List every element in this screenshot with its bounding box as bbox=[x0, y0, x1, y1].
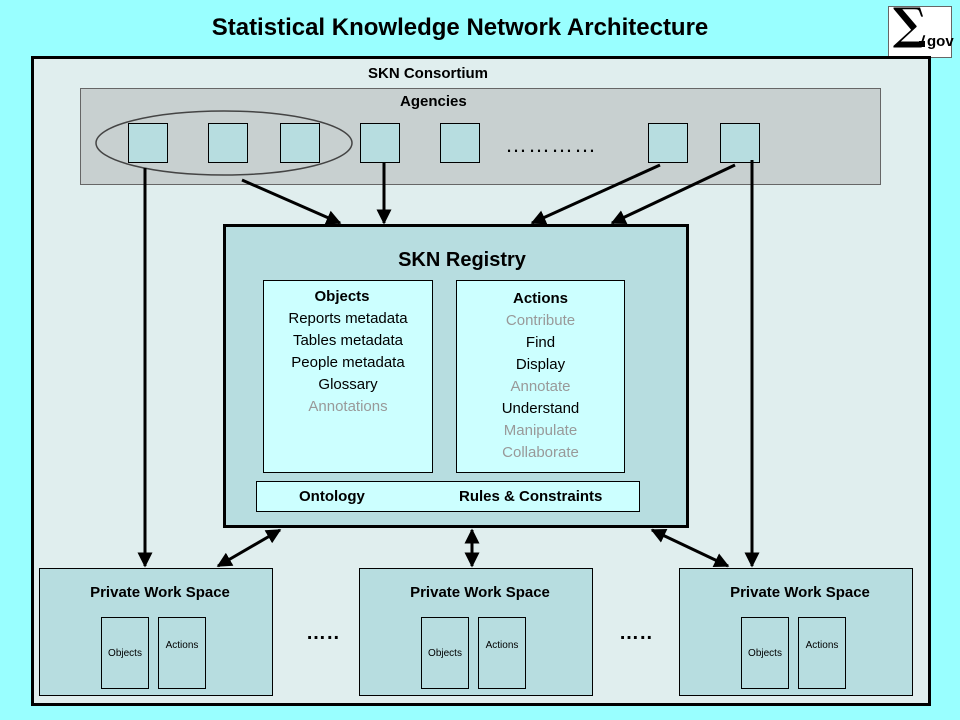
pws-actions-box: Actions bbox=[798, 617, 846, 689]
page-title: Statistical Knowledge Network Architectu… bbox=[211, 14, 709, 41]
logo-suffix: gov bbox=[927, 33, 954, 50]
gov-logo: ∑ gov bbox=[888, 0, 954, 58]
pws-objects-label: Objects bbox=[108, 648, 142, 659]
agency-to-registry-arrow bbox=[530, 163, 661, 225]
pws-objects-box: Objects bbox=[741, 617, 789, 689]
pws-title: Private Work Space bbox=[410, 584, 550, 601]
ontology-label: Ontology bbox=[299, 488, 365, 505]
pws-actions-label: Actions bbox=[485, 640, 519, 651]
rules-label: Rules & Constraints bbox=[459, 488, 603, 505]
sigma-icon: ∑ bbox=[893, 0, 927, 50]
agency-box bbox=[440, 123, 480, 163]
actions-item: Display bbox=[515, 356, 566, 373]
actions-item: Understand bbox=[501, 400, 580, 417]
pws-title: Private Work Space bbox=[90, 584, 230, 601]
private-work-space bbox=[679, 568, 913, 696]
actions-item: Find bbox=[525, 334, 556, 351]
agency-box bbox=[208, 123, 248, 163]
consortium-label: SKN Consortium bbox=[368, 65, 488, 82]
agency-box bbox=[360, 123, 400, 163]
agencies-label: Agencies bbox=[400, 93, 467, 110]
objects-item: Reports metadata bbox=[288, 310, 408, 327]
objects-box: Objects Reports metadata Tables metadata… bbox=[263, 280, 433, 473]
private-work-space bbox=[359, 568, 593, 696]
ontology-rules-bar: Ontology Rules & Constraints bbox=[256, 481, 640, 512]
registry-workspace-arrow bbox=[216, 528, 282, 568]
agency-box bbox=[280, 123, 320, 163]
agency-to-registry-arrow bbox=[610, 163, 736, 225]
pws-objects-box: Objects bbox=[101, 617, 149, 689]
private-work-space bbox=[39, 568, 273, 696]
registry-title: SKN Registry bbox=[398, 249, 526, 271]
actions-box: Actions Contribute Find Display Annotate… bbox=[456, 280, 625, 473]
agency-box bbox=[128, 123, 168, 163]
actions-heading: Actions bbox=[512, 290, 568, 307]
workspace-ellipsis: ….. bbox=[306, 622, 341, 644]
registry-workspace-arrow bbox=[650, 528, 730, 568]
agency-to-registry-arrow bbox=[241, 178, 342, 225]
agency-box bbox=[720, 123, 760, 163]
pws-objects-label: Objects bbox=[428, 648, 462, 659]
actions-item: Manipulate bbox=[503, 422, 578, 439]
objects-item: Tables metadata bbox=[292, 332, 404, 349]
objects-item: Annotations bbox=[308, 398, 388, 415]
objects-heading: Objects bbox=[314, 288, 370, 305]
actions-item: Contribute bbox=[505, 312, 576, 329]
workspace-ellipsis: ….. bbox=[619, 622, 654, 644]
pws-title: Private Work Space bbox=[730, 584, 870, 601]
actions-item: Collaborate bbox=[502, 444, 579, 461]
pws-actions-label: Actions bbox=[805, 640, 839, 651]
agency-box bbox=[648, 123, 688, 163]
actions-item: Annotate bbox=[510, 378, 571, 395]
objects-item: Glossary bbox=[318, 376, 378, 393]
agency-group-ellipse bbox=[95, 110, 353, 176]
pws-objects-box: Objects bbox=[421, 617, 469, 689]
agencies-ellipsis: ………… bbox=[505, 132, 597, 157]
pws-actions-label: Actions bbox=[165, 640, 199, 651]
pws-actions-box: Actions bbox=[158, 617, 206, 689]
logo-dot bbox=[919, 41, 925, 47]
pws-actions-box: Actions bbox=[478, 617, 526, 689]
objects-item: People metadata bbox=[291, 354, 405, 371]
pws-objects-label: Objects bbox=[748, 648, 782, 659]
